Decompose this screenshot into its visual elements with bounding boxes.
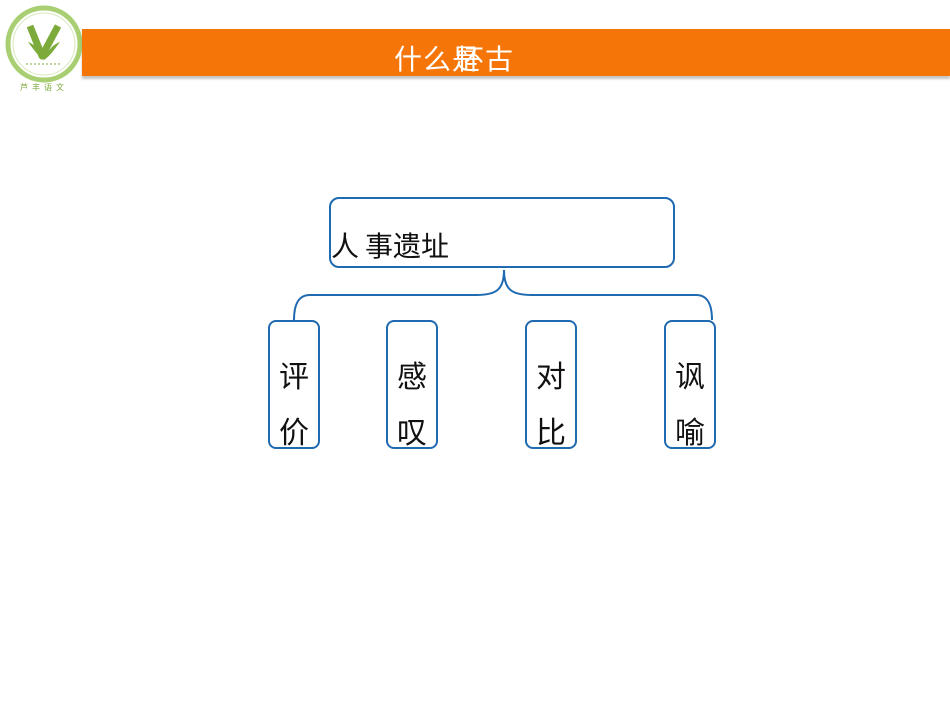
- root-node: 人 事 遗址: [329, 197, 675, 268]
- logo: 芦丰语文: [4, 4, 84, 94]
- child-node-evaluate: 评 价: [268, 320, 320, 451]
- child-node-char-1: 讽: [675, 360, 705, 395]
- root-node-text-3: 遗址: [393, 230, 450, 263]
- child-node-lament: 感 叹: [386, 320, 438, 451]
- child-node-char-2: 叹: [397, 416, 427, 451]
- title-bar: 什么是 怀古: [82, 29, 950, 76]
- child-node-char-2: 比: [536, 416, 566, 451]
- root-node-text-1: 人: [331, 230, 360, 263]
- title-part-1: 什么是: [394, 43, 482, 76]
- child-node-char-2: 价: [279, 416, 309, 451]
- child-node-char-1: 对: [536, 360, 566, 395]
- root-node-text-2: 事: [365, 230, 394, 263]
- child-node-char-1: 感: [397, 360, 427, 395]
- child-node-contrast: 对 比: [525, 320, 577, 451]
- title-part-2: 怀古: [456, 43, 515, 76]
- logo-emblem-icon: [5, 5, 83, 83]
- child-node-satirize: 讽 喻: [664, 320, 716, 451]
- logo-caption: 芦丰语文: [20, 83, 68, 92]
- child-node-char-2: 喻: [675, 416, 705, 451]
- child-node-char-1: 评: [279, 360, 309, 395]
